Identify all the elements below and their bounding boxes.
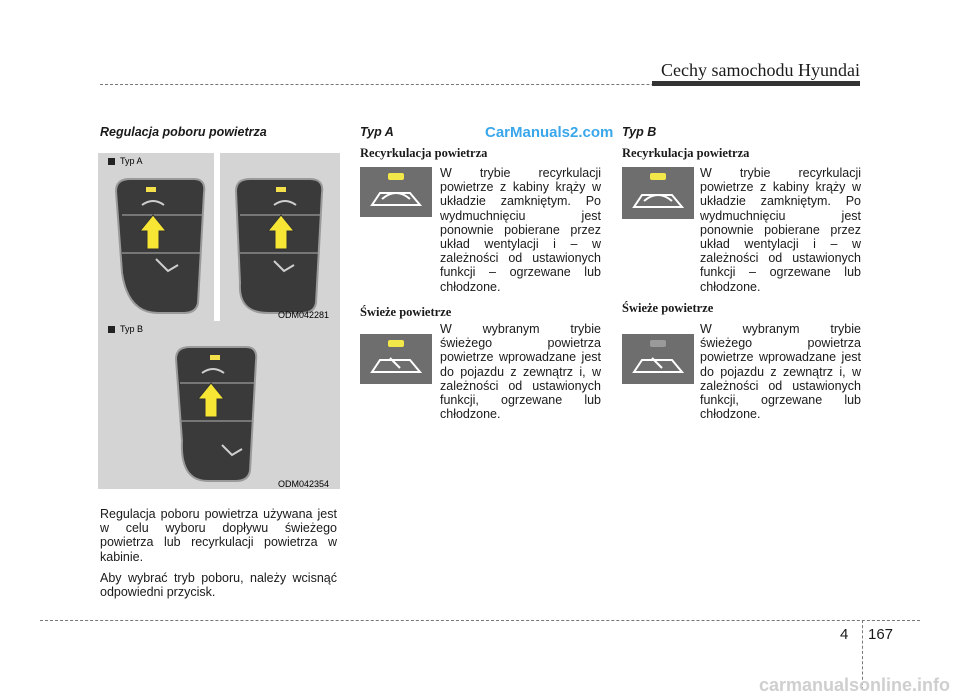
fresh-air-icon <box>370 340 423 373</box>
typ-b-recirc-title: Recyrkulacja powietrza <box>622 146 750 160</box>
typ-a-recirc-text: W trybie recyrkulacji powietrze z kabiny… <box>440 166 601 294</box>
photo-label-typ-a: Typ A <box>108 156 143 166</box>
recirculation-icon <box>632 173 685 208</box>
image-code-b: ODM042354 <box>278 479 330 489</box>
recirculation-icon <box>370 173 423 206</box>
header-bar <box>652 81 860 86</box>
instruction-paragraph: Aby wybrać tryb poboru, należy wcisnąć o… <box>100 571 337 600</box>
typ-a-fresh-text: W wybranym trybie świeżego powietrza pow… <box>440 322 601 422</box>
fresh-air-button-image-b <box>622 334 694 384</box>
page-header-title: Cechy samochodu Hyundai <box>661 60 860 80</box>
photo-typ-b: Typ B <box>98 321 340 489</box>
typ-b-recirc-text: W trybie recyrkulacji powietrze z kabiny… <box>700 166 861 294</box>
image-code-a: ODM042281 <box>278 310 330 320</box>
climate-switch-illustration-a <box>114 153 324 321</box>
recirc-button-image-a <box>360 167 432 217</box>
climate-switch-illustration-b <box>174 346 258 482</box>
footer-divider <box>862 620 863 690</box>
typ-b-fresh-title: Świeże powietrze <box>622 301 714 315</box>
typ-b-fresh-text: W wybranym trybie świeżego powietrza pow… <box>700 322 861 422</box>
fresh-air-button-image-a <box>360 334 432 384</box>
site-watermark: carmanualsonline.info <box>758 675 950 695</box>
typ-a-recirc-title: Recyrkulacja powietrza <box>360 146 488 160</box>
typ-b-title: Typ B <box>622 125 657 139</box>
photo-typ-a: Typ A <box>98 153 340 321</box>
intro-paragraph: Regulacja poboru powietrza używana jest … <box>100 507 337 564</box>
photo-label-typ-b: Typ B <box>108 324 143 334</box>
typ-a-title: Typ A <box>360 125 394 139</box>
watermark-link[interactable]: CarManuals2.com <box>485 124 614 141</box>
typ-a-fresh-title: Świeże powietrze <box>360 305 452 319</box>
section-title: Regulacja poboru powietrza <box>100 125 267 139</box>
chapter-number: 4 <box>840 626 849 643</box>
footer-rule <box>40 620 920 621</box>
header-rule <box>100 84 860 85</box>
page-number: 167 <box>868 626 894 643</box>
fresh-air-icon <box>632 340 685 373</box>
recirc-button-image-b <box>622 167 694 219</box>
